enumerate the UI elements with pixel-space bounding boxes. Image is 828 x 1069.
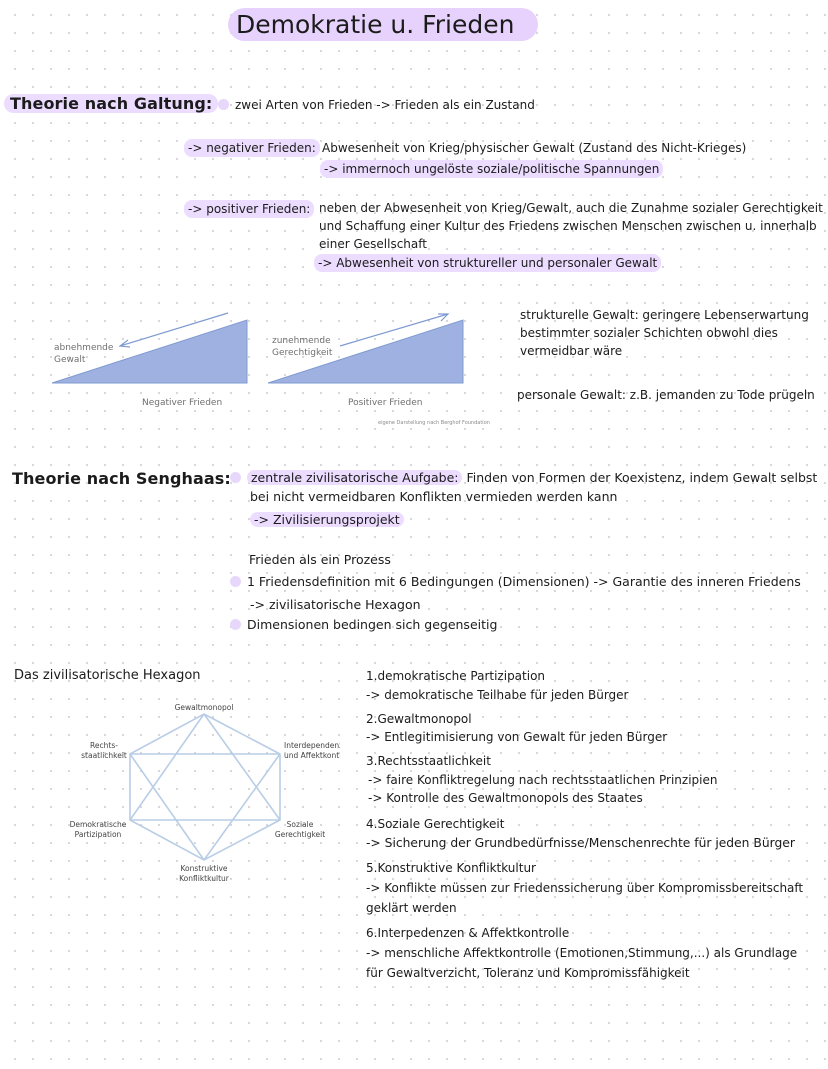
dimension-3-text-1: -> faire Konfliktregelung nach rechtssta… [368, 773, 718, 787]
hexagon-label-top: Gewaltmonopol [175, 703, 234, 712]
dimension-4-text: -> Sicherung der Grundbedürfnisse/Mensch… [366, 836, 795, 850]
hexagon-title: Das zivilisatorische Hexagon [14, 668, 201, 683]
structural-violence-1: strukturelle Gewalt: geringere Lebenserw… [520, 308, 809, 322]
page-title: Demokratie u. Frieden [228, 8, 539, 41]
positive-label-2: Gerechtigkeit [272, 348, 333, 358]
senghaas-definition-text: 1 Friedensdefinition mit 6 Bedingungen (… [247, 574, 801, 589]
galtung-intro: zwei Arten von Frieden -> Frieden als ei… [218, 96, 535, 114]
senghaas-definition: 1 Friedensdefinition mit 6 Bedingungen (… [230, 571, 801, 592]
positive-caption: Positiver Frieden [348, 398, 422, 408]
senghaas-task-text: Finden von Formen der Koexistenz, indem … [462, 470, 818, 485]
hexagon-label-lower-right-1: Soziale [287, 820, 314, 829]
hexagon-label-lower-right-2: Gerechtigkeit [275, 830, 325, 839]
hexagon-lines [129, 713, 281, 861]
structural-violence-3: vermeidbar wäre [520, 344, 623, 358]
hexagon-label-lower-left-2: Partizipation [75, 830, 122, 839]
positive-peace-definition-2: und Schaffung einer Kultur des Friedens … [319, 219, 817, 233]
hexagon-label-bottom-2: Konfliktkultur [179, 874, 230, 883]
dimension-2-title: 2.Gewaltmonopol [366, 712, 472, 726]
senghaas-task-label: zentrale zivilisatorische Aufgabe: [247, 470, 463, 485]
negative-peace-arrow [119, 312, 229, 347]
dimension-3-title: 3.Rechtsstaatlichkeit [366, 754, 491, 768]
dimension-1-text: -> demokratische Teilhabe für jeden Bürg… [366, 688, 629, 702]
senghaas-project: -> Zivilisierungsprojekt [250, 509, 404, 530]
bullet-icon [230, 472, 241, 483]
negative-peace-definition: Abwesenheit von Krieg/physischer Gewalt … [322, 141, 747, 155]
negative-label-1: abnehmende [54, 343, 114, 353]
diagram-source: eigene Darstellung nach Berghof Foundati… [378, 420, 490, 426]
negative-peace-triangle [51, 319, 248, 384]
negative-peace-label: -> negativer Frieden: [184, 139, 320, 157]
galtung-heading: Theorie nach Galtung: [4, 94, 219, 113]
galtung-intro-text: zwei Arten von Frieden -> Frieden als ei… [235, 98, 535, 112]
senghaas-task: zentrale zivilisatorische Aufgabe: Finde… [230, 467, 817, 488]
dimension-3-text-2: -> Kontrolle des Gewaltmonopols des Staa… [368, 791, 643, 805]
dimension-5-text-1: -> Konflikte müssen zur Friedenssicherun… [366, 881, 804, 895]
senghaas-dimensions-text: Dimensionen bedingen sich gegenseitig [247, 617, 498, 632]
bullet-icon [218, 99, 229, 110]
senghaas-dimensions: Dimensionen bedingen sich gegenseitig [230, 614, 497, 635]
bullet-icon [230, 619, 241, 630]
dimension-5-title: 5.Konstruktive Konfliktkultur [366, 861, 536, 875]
negative-caption: Negativer Frieden [142, 398, 222, 408]
senghaas-heading: Theorie nach Senghaas: [12, 469, 231, 488]
hexagon-label-upper-left-1: Rechts- [90, 741, 118, 750]
positive-peace-triangle [267, 319, 464, 384]
personal-violence: personale Gewalt: z.B. jemanden zu Tode … [517, 388, 815, 402]
negative-peace-note: -> immernoch ungelöste soziale/politisch… [320, 160, 664, 178]
dimension-6-text-1: -> menschliche Affektkontrolle (Emotione… [366, 946, 798, 960]
hexagon-label-upper-right-1: Interdependenzen [284, 741, 340, 750]
dimension-6-text-2: für Gewaltverzicht, Toleranz und Komprom… [366, 966, 690, 980]
hexagon-diagram: Gewaltmonopol Interdependenzen und Affek… [70, 703, 340, 883]
dimension-1-title: 1.demokratische Partizipation [366, 669, 546, 683]
negative-label-2: Gewalt [54, 355, 86, 365]
positive-peace-definition-3: einer Gesellschaft [319, 237, 427, 251]
hexagon-label-lower-left-1: Demokratische [70, 820, 127, 829]
negative-peace-arrowhead [118, 339, 131, 348]
positive-peace-arrow [339, 313, 449, 347]
dimension-6-title: 6.Interpedenzen & Affektkontrolle [366, 926, 570, 940]
structural-violence-2: bestimmter sozialer Schichten obwohl die… [520, 326, 778, 340]
positive-peace-label: -> positiver Frieden: [184, 200, 315, 218]
senghaas-process: Frieden als ein Prozess [249, 552, 391, 567]
positive-peace-note: -> Abwesenheit von struktureller und per… [314, 254, 662, 272]
bullet-icon [230, 576, 241, 587]
dimension-2-text: -> Entlegitimisierung von Gewalt für jed… [366, 730, 668, 744]
hexagon-label-upper-left-2: staatlichkeit [81, 751, 127, 760]
hexagon-label-bottom-1: Konstruktive [181, 864, 228, 873]
hexagon-label-upper-right-2: und Affektkontrolle [284, 751, 340, 760]
positive-peace-arrowhead [438, 313, 450, 322]
positive-peace-definition-1: neben der Abwesenheit von Krieg/Gewalt, … [319, 201, 823, 215]
senghaas-hexagon-ref: -> zivilisatorische Hexagon [250, 597, 421, 612]
positive-label-1: zunehmende [272, 336, 331, 346]
peace-diagram: abnehmende Gewalt Negativer Frieden zune… [51, 312, 490, 426]
senghaas-task-text-2: bei nicht vermeidbaren Konflikten vermie… [250, 489, 618, 504]
dimension-5-text-2: geklärt werden [366, 901, 457, 915]
senghaas-project-text: -> Zivilisierungsprojekt [250, 512, 404, 527]
dimension-4-title: 4.Soziale Gerechtigkeit [366, 817, 505, 831]
